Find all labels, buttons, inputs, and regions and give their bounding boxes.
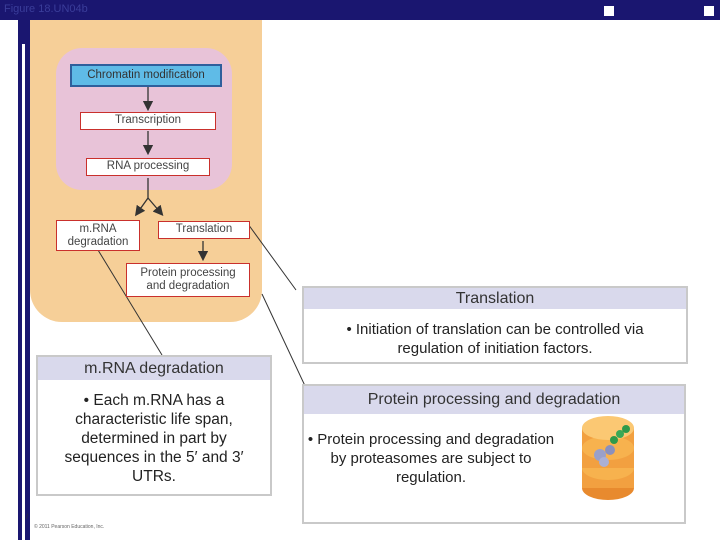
leader-mrna <box>97 249 163 356</box>
leader-translation <box>247 223 297 291</box>
translation-panel-heading: Translation <box>304 288 686 309</box>
leader-protein <box>261 293 307 389</box>
step-translation: Translation <box>158 221 250 239</box>
arrow-to-translation <box>147 197 164 216</box>
step-rna-processing: RNA processing <box>86 158 210 176</box>
arrow-rna-processing-branch <box>134 178 149 217</box>
figure-label: Figure 18.UN04b <box>4 3 88 15</box>
step-transcription: Transcription <box>80 112 216 130</box>
copyright-text: © 2011 Pearson Education, Inc. <box>34 524 105 530</box>
mrna-degradation-panel: m.RNA degradation • Each m.RNA has a cha… <box>36 355 272 496</box>
step-chromatin-modification: Chromatin modification <box>70 64 222 87</box>
translation-panel: Translation • Initiation of translation … <box>302 286 688 364</box>
left-margin-strip <box>18 20 30 540</box>
step-mrna-degradation: m.RNA degradation <box>56 220 140 251</box>
footer-mark: / <box>26 514 28 521</box>
protein-processing-panel: Protein processing and degradation • Pro… <box>302 384 686 524</box>
translation-panel-body: • Initiation of translation can be contr… <box>346 321 644 357</box>
step-protein-processing: Protein processing and degradation <box>126 263 250 297</box>
proteasome-illustration <box>582 416 634 500</box>
left-margin-line <box>22 44 25 540</box>
top-bar <box>0 0 720 20</box>
mrna-degradation-panel-heading: m.RNA degradation <box>38 357 270 380</box>
protein-processing-panel-heading: Protein processing and degradation <box>304 386 684 414</box>
mrna-degradation-panel-body: • Each m.RNA has a characteristic life s… <box>64 392 244 485</box>
protein-processing-panel-body: • Protein processing and degradation by … <box>307 431 555 486</box>
top-bar-marker <box>704 6 714 16</box>
top-bar-marker <box>604 6 614 16</box>
